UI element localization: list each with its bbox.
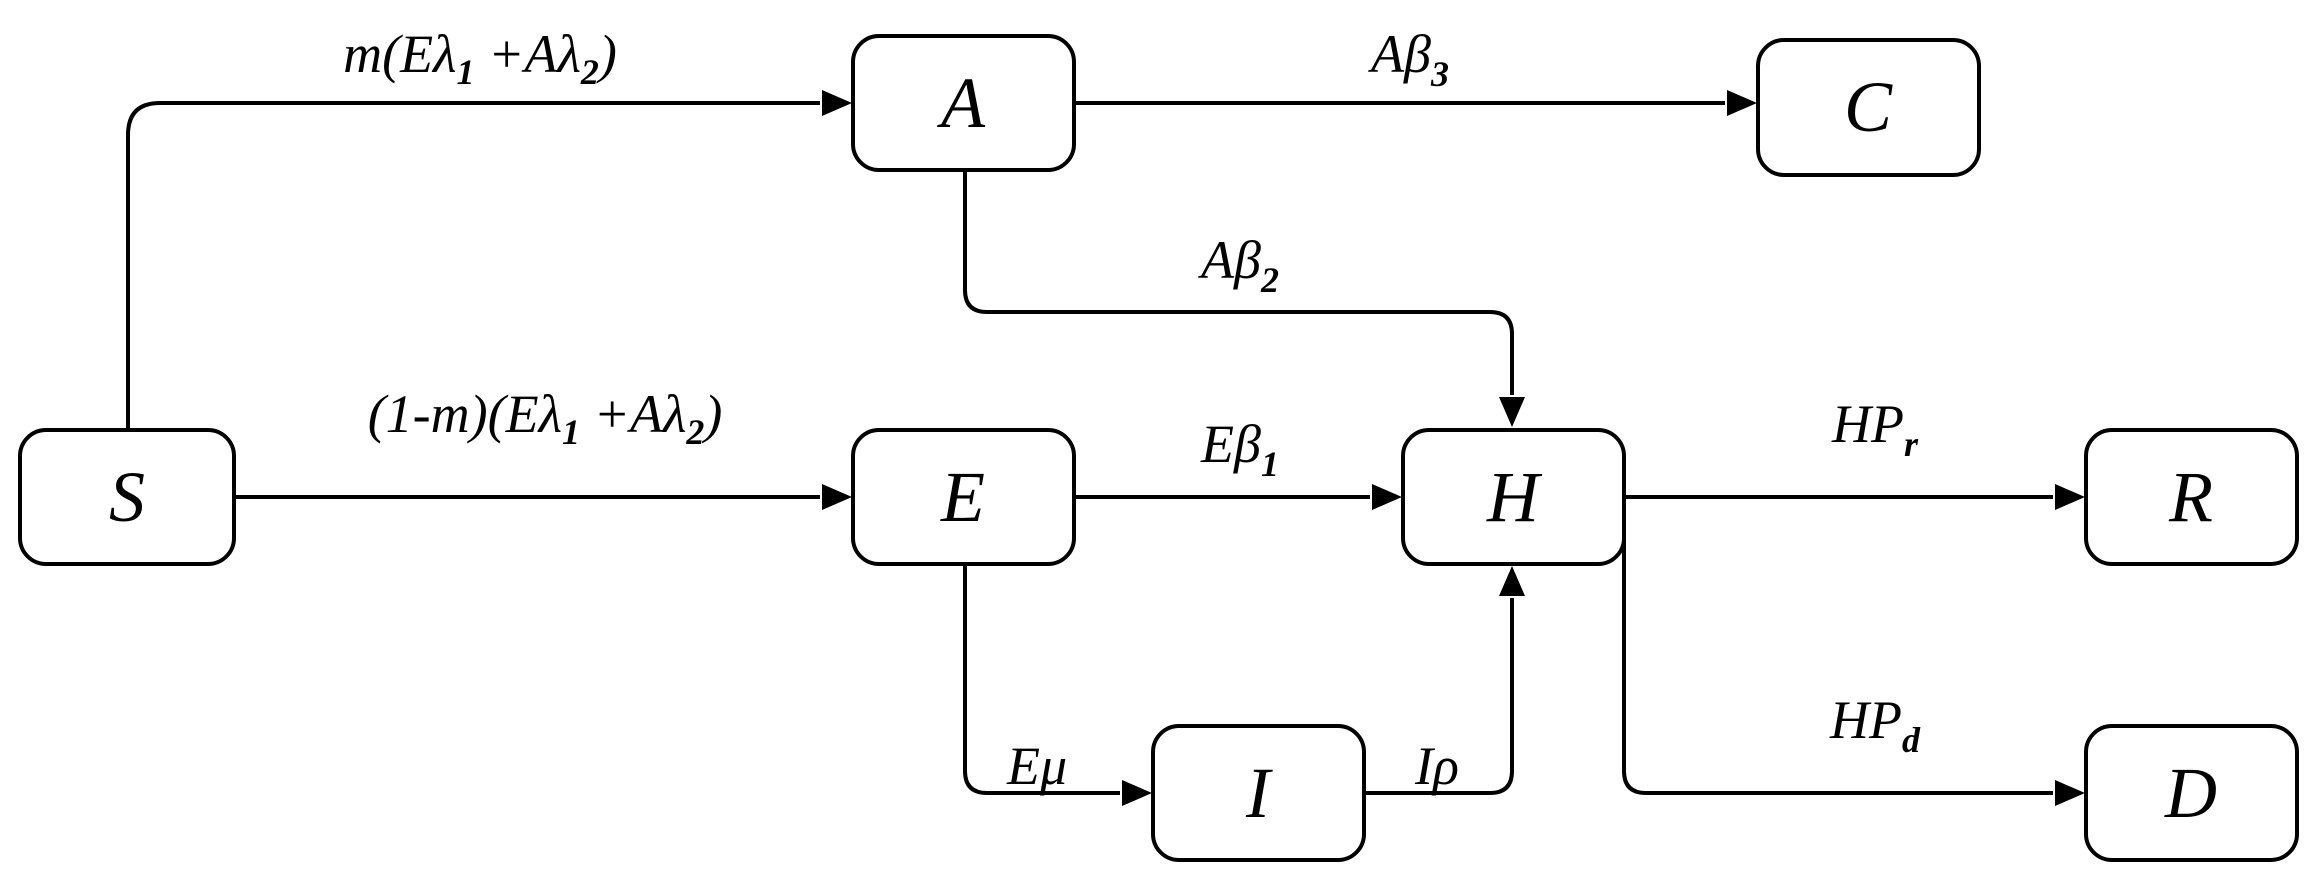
- edge-label-s-to-a-sub2: 2: [580, 52, 599, 92]
- edge-label-h-to-d-sub: d: [1902, 720, 1921, 760]
- edge-label-e-to-i: Eμ: [1006, 736, 1067, 796]
- edge-label-a-to-h: Aβ2: [1198, 230, 1279, 300]
- edge-label-s-to-a: m(Eλ1 +Aλ2): [343, 24, 617, 92]
- edge-label-a-to-c: Aβ3: [1368, 24, 1449, 94]
- edge-label-a-to-c-base: Aβ: [1368, 24, 1431, 84]
- arrowhead-s-to-e: [822, 484, 852, 510]
- node-r-label: R: [2168, 457, 2213, 537]
- edge-label-s-to-a-part1: m(E: [343, 24, 433, 84]
- arrowhead-a-to-c: [1727, 90, 1757, 116]
- edge-label-s-to-e-sub2: 2: [685, 412, 704, 452]
- node-s: S: [18, 428, 236, 566]
- edge-label-e-to-h: Eβ1: [1200, 414, 1279, 484]
- edge-label-s-to-e-sub1: 1: [562, 412, 580, 452]
- edge-s-to-a: [126, 101, 820, 430]
- arrowhead-e-to-i: [1122, 780, 1152, 806]
- edge-label-i-to-h: Iρ: [1414, 736, 1459, 796]
- node-i: I: [1151, 724, 1366, 862]
- edge-label-e-to-h-base: Eβ: [1200, 414, 1261, 474]
- arrowhead-h-to-r: [2055, 484, 2085, 510]
- edge-label-s-to-e-part2: +A: [580, 384, 664, 444]
- edge-label-h-to-r-base: HP: [1831, 394, 1904, 454]
- edge-label-a-to-h-base: Aβ: [1198, 230, 1261, 290]
- node-c-label: C: [1844, 67, 1893, 147]
- arrowhead-e-to-h: [1372, 484, 1402, 510]
- edge-label-e-to-h-sub: 1: [1261, 444, 1279, 484]
- arrowhead-a-to-h: [1499, 397, 1525, 427]
- edge-label-h-to-d: HPd: [1829, 690, 1921, 760]
- edge-label-s-to-e-lambda1: λ: [537, 384, 562, 444]
- node-a: A: [851, 34, 1076, 172]
- edge-label-s-to-e: (1-m)(Eλ1 +Aλ2): [368, 384, 723, 452]
- arrowhead-h-to-d: [2055, 780, 2085, 806]
- edge-label-h-to-d-base: HP: [1829, 690, 1902, 750]
- arrowhead-s-to-a: [822, 90, 852, 116]
- node-e-label: E: [940, 457, 985, 537]
- edge-label-h-to-r-sub: r: [1904, 424, 1919, 464]
- edge-label-a-to-c-sub: 3: [1430, 54, 1449, 94]
- edge-a-to-h: [963, 170, 1514, 395]
- edge-label-s-to-a-part2: +A: [475, 24, 559, 84]
- node-d: D: [2084, 724, 2299, 862]
- node-c: C: [1756, 38, 1981, 177]
- edge-label-a-to-h-sub: 2: [1260, 260, 1279, 300]
- edge-label-s-to-a-part3: ): [596, 24, 617, 84]
- node-h: H: [1401, 428, 1626, 566]
- edge-label-s-to-a-lambda1: λ: [431, 24, 456, 84]
- edge-e-to-i: [963, 564, 1120, 795]
- edge-label-s-to-e-lambda2: λ: [661, 384, 686, 444]
- edge-h-to-d: [1622, 530, 2053, 795]
- edge-label-h-to-r: HPr: [1831, 394, 1919, 464]
- node-a-label: A: [937, 63, 986, 143]
- arrowhead-i-to-h: [1499, 566, 1525, 596]
- node-i-label: I: [1245, 753, 1273, 833]
- edge-i-to-h: [1364, 598, 1514, 795]
- node-s-label: S: [109, 457, 145, 537]
- node-h-label: H: [1486, 457, 1543, 537]
- edge-label-s-to-e-part1: (1-m)(E: [368, 384, 539, 444]
- edge-label-s-to-a-lambda2: λ: [555, 24, 580, 84]
- node-e: E: [851, 428, 1076, 566]
- node-r: R: [2084, 428, 2299, 566]
- node-d-label: D: [2164, 753, 2217, 833]
- edge-label-s-to-e-part3: ): [701, 384, 722, 444]
- edge-label-s-to-a-sub1: 1: [457, 52, 475, 92]
